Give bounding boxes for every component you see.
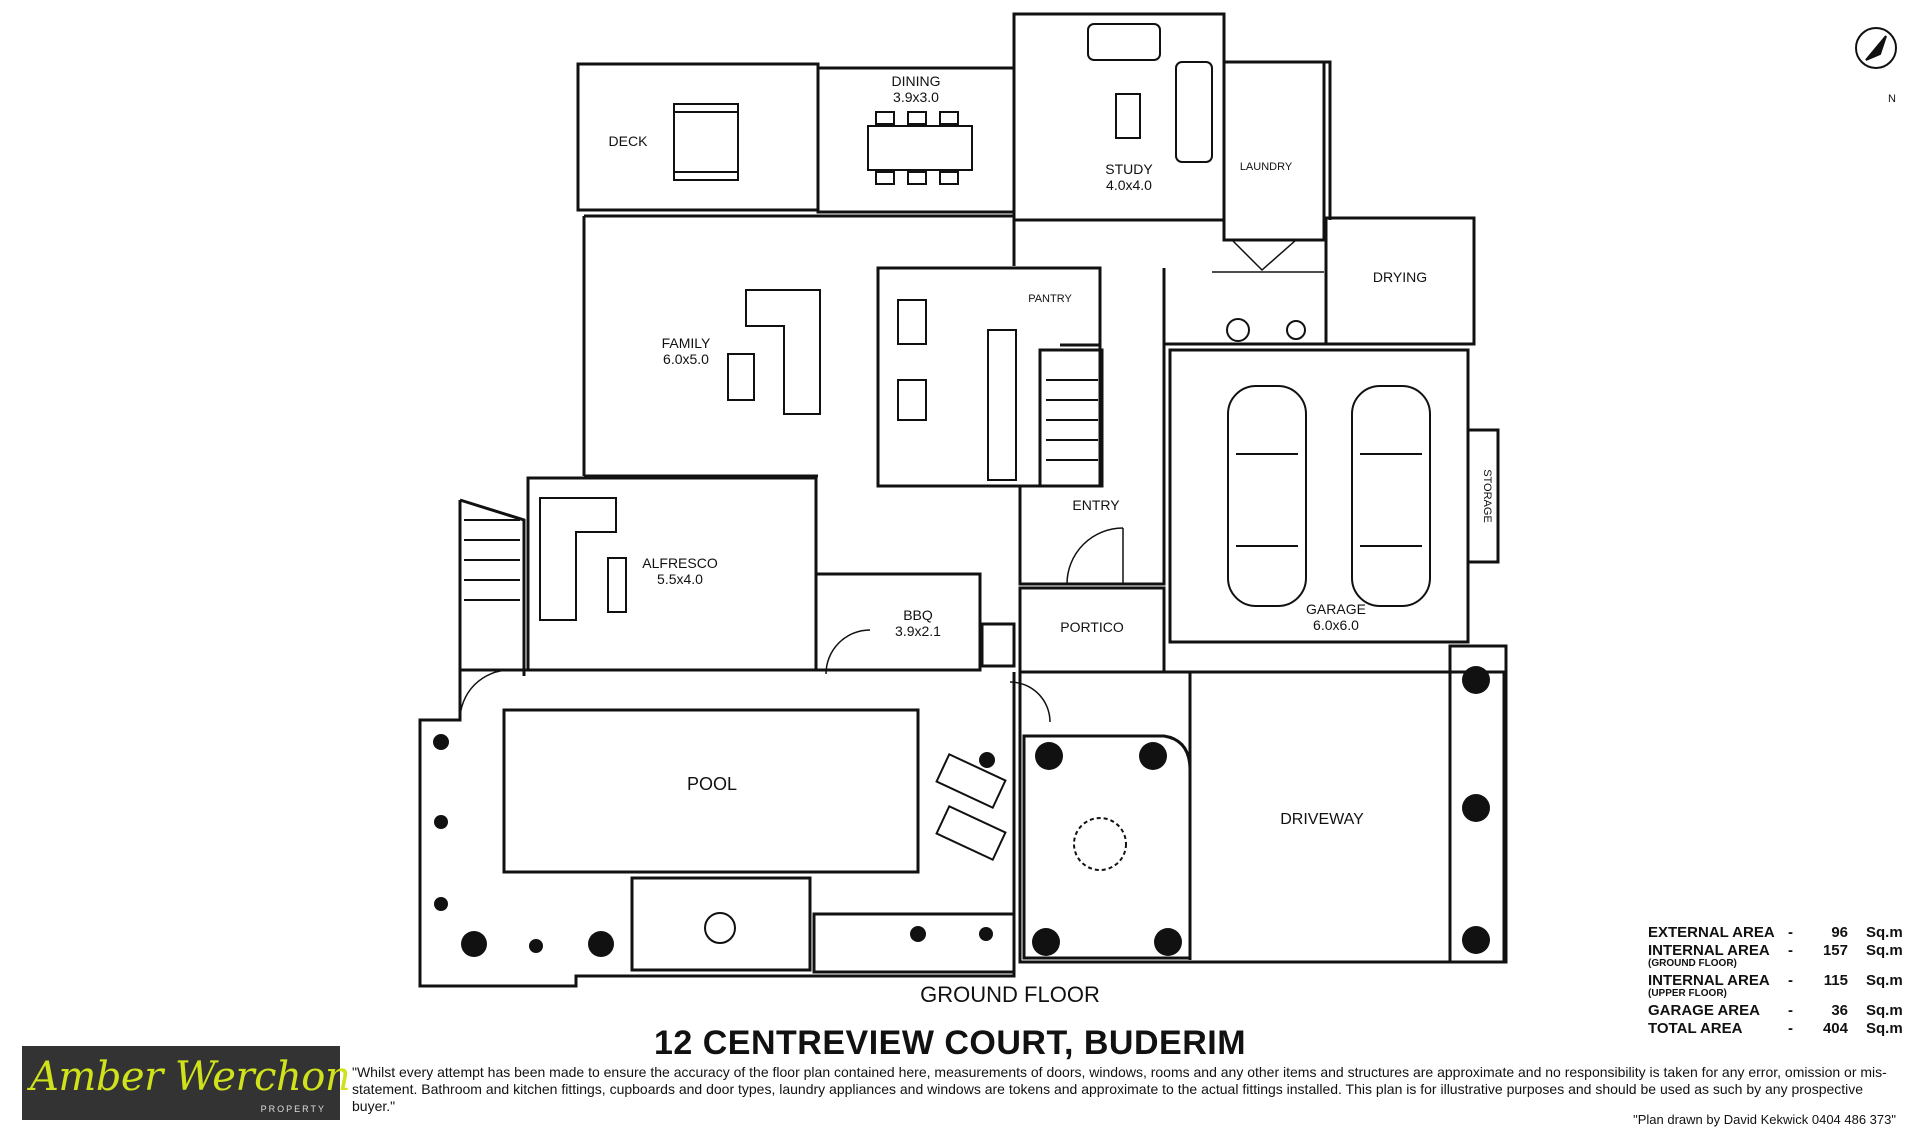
room-label-storage: STORAGE: [1481, 469, 1493, 523]
area-unit: Sq.m: [1866, 924, 1903, 941]
area-dash: -: [1788, 942, 1793, 959]
area-value: 96: [1831, 924, 1848, 941]
room-label-alfresco: ALFRESCO: [642, 555, 718, 571]
area-name: EXTERNAL AREA: [1648, 924, 1775, 941]
room-label-drying: DRYING: [1373, 269, 1427, 285]
logo-sub: PROPERTY: [260, 1104, 326, 1114]
area-name: INTERNAL AREA: [1648, 942, 1770, 959]
compass-label: N: [1888, 93, 1896, 105]
room-size-bbq: 3.9x2.1: [895, 623, 941, 639]
area-row-internal-upper: INTERNAL AREA - 115 Sq.m: [1648, 972, 1910, 990]
room-size-alfresco: 5.5x4.0: [657, 571, 703, 587]
area-row-garage: GARAGE AREA - 36 Sq.m: [1648, 1002, 1910, 1020]
room-label-pantry: PANTRY: [1028, 293, 1072, 305]
area-value: 36: [1831, 1002, 1848, 1019]
area-unit: Sq.m: [1866, 972, 1903, 989]
floor-label: GROUND FLOOR: [920, 982, 1100, 1007]
room-size-garage: 6.0x6.0: [1313, 617, 1359, 633]
area-unit: Sq.m: [1866, 1002, 1903, 1019]
area-row-external: EXTERNAL AREA - 96 Sq.m: [1648, 924, 1910, 942]
area-row-internal-ground: INTERNAL AREA - 157 Sq.m: [1648, 942, 1910, 960]
room-label-portico: PORTICO: [1060, 619, 1124, 635]
room-size-family: 6.0x5.0: [663, 351, 709, 367]
area-name: TOTAL AREA: [1648, 1020, 1743, 1037]
area-dash: -: [1788, 1020, 1793, 1037]
area-sub: (GROUND FLOOR): [1648, 958, 1737, 969]
area-unit: Sq.m: [1866, 942, 1903, 959]
disclaimer: "Whilst every attempt has been made to e…: [352, 1064, 1887, 1114]
logo-script: Amber Werchon: [30, 1054, 351, 1100]
plan-credit: "Plan drawn by David Kekwick 0404 486 37…: [1633, 1112, 1896, 1127]
room-label-garage: GARAGE: [1306, 601, 1366, 617]
room-label-deck: DECK: [609, 133, 649, 149]
room-label-pool: POOL: [687, 774, 737, 794]
room-label-dining: DINING: [892, 73, 941, 89]
area-value: 404: [1822, 1020, 1848, 1037]
area-dash: -: [1788, 972, 1793, 989]
area-row-total: TOTAL AREA - 404 Sq.m: [1648, 1020, 1910, 1038]
room-label-family: FAMILY: [662, 335, 711, 351]
room-size-study: 4.0x4.0: [1106, 177, 1152, 193]
area-value: 115: [1823, 972, 1848, 989]
area-table: EXTERNAL AREA - 96 Sq.m INTERNAL AREA - …: [1648, 924, 1910, 1038]
room-size-dining: 3.9x3.0: [893, 89, 939, 105]
agency-logo: Amber Werchon PROPERTY: [22, 1046, 351, 1120]
area-sub: (UPPER FLOOR): [1648, 988, 1727, 999]
room-label-driveway: DRIVEWAY: [1280, 811, 1364, 828]
room-label-entry: ENTRY: [1072, 497, 1120, 513]
address-title: 12 CENTREVIEW COURT, BUDERIM: [653, 1024, 1247, 1062]
area-name: INTERNAL AREA: [1648, 972, 1770, 989]
room-label-laundry: LAUNDRY: [1240, 161, 1293, 173]
area-dash: -: [1788, 1002, 1793, 1019]
area-name: GARAGE AREA: [1648, 1002, 1760, 1019]
area-dash: -: [1788, 924, 1793, 941]
room-label-bbq: BBQ: [903, 607, 933, 623]
area-unit: Sq.m: [1866, 1020, 1903, 1037]
room-label-study: STUDY: [1105, 161, 1153, 177]
area-value: 157: [1822, 942, 1848, 959]
